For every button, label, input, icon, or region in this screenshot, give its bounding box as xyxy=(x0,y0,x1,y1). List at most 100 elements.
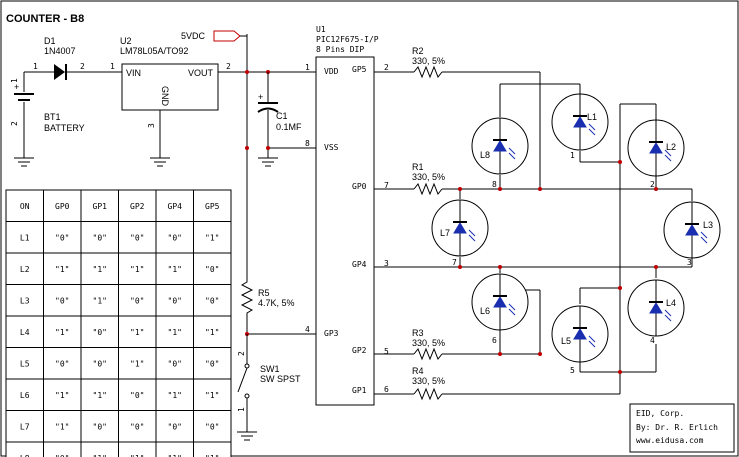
table-cell: "0" xyxy=(168,359,182,368)
u1-gp0: GP0 xyxy=(352,182,367,191)
r3-value: 330, 5% xyxy=(412,338,445,348)
diode-d1: 1 2 D1 1N4007 xyxy=(33,36,122,80)
resistor-r3: R3 330, 5% xyxy=(374,328,540,361)
table-header: GP0 xyxy=(55,202,70,211)
regulator-u2: U2 LM78L05A/TO92 VIN VOUT GND 1 2 3 xyxy=(110,36,231,167)
table-cell: "1" xyxy=(168,391,182,400)
table-cell: "1" xyxy=(93,391,107,400)
u2-ref: U2 xyxy=(120,36,132,46)
table-cell: "0" xyxy=(55,454,69,457)
switch-sw1: SW1 SW SPST 2 1 xyxy=(237,334,301,441)
u1-gp4: GP4 xyxy=(352,260,367,269)
led-pin: 1 xyxy=(570,151,575,160)
r2-value: 330, 5% xyxy=(412,56,445,66)
credits-box: EID, Corp. By: Dr. R. Erlich www.eidusa.… xyxy=(629,403,735,453)
table-cell: "1" xyxy=(55,391,69,400)
bt1-pin2: 2 xyxy=(10,121,19,126)
u1-pin3: 3 xyxy=(384,259,389,268)
table-cell: "0" xyxy=(93,422,107,431)
resistor-r5: R5 4.7K, 5% xyxy=(240,272,295,334)
table-cell: "0" xyxy=(205,265,219,274)
r2-ref: R2 xyxy=(412,46,424,56)
u2-vin: VIN xyxy=(126,68,141,78)
d1-pin1: 1 xyxy=(33,62,38,71)
led-l3: L33 xyxy=(663,201,721,267)
led-l5: L5 5 xyxy=(551,305,609,375)
led-label: L5 xyxy=(561,336,571,346)
u2-pin3: 3 xyxy=(147,123,156,128)
table-cell: "1" xyxy=(130,359,144,368)
table-cell: L3 xyxy=(20,296,30,305)
table-cell: "0" xyxy=(130,391,144,400)
r5-value: 4.7K, 5% xyxy=(258,298,295,308)
table-header: GP4 xyxy=(168,202,183,211)
table-cell: "1" xyxy=(93,265,107,274)
r4-value: 330, 5% xyxy=(412,376,445,386)
led-l6: L66 xyxy=(471,273,529,345)
table-cell: "0" xyxy=(168,233,182,242)
table-cell: "1" xyxy=(205,233,219,242)
table-cell: "0" xyxy=(205,296,219,305)
led-label: L7 xyxy=(440,228,450,238)
u1-pin4: 4 xyxy=(305,325,310,334)
table-cell: "1" xyxy=(205,328,219,337)
table-cell: "0" xyxy=(55,296,69,305)
bt1-value: BATTERY xyxy=(44,123,85,133)
table-cell: "1" xyxy=(205,454,219,457)
led-label: L6 xyxy=(480,306,490,316)
table-cell: "1" xyxy=(205,391,219,400)
r1-ref: R1 xyxy=(412,162,424,172)
u2-gnd: GND xyxy=(160,86,170,107)
table-cell: L2 xyxy=(20,265,30,274)
pic-u1: U1 PIC12F675-I/P 8 Pins DIP VDD VSS GP3 … xyxy=(305,25,389,406)
table-cell: L7 xyxy=(20,422,30,431)
u1-ref: U1 xyxy=(316,25,326,34)
sw1-pin1: 1 xyxy=(237,407,246,412)
led-matrix-wiring xyxy=(459,72,693,394)
u1-gp5: GP5 xyxy=(352,65,367,74)
table-cell: "1" xyxy=(130,328,144,337)
led-l4: L44 xyxy=(627,279,685,345)
u1-value: PIC12F675-I/P xyxy=(316,35,379,44)
table-cell: "1" xyxy=(168,265,182,274)
u1-pkg: 8 Pins DIP xyxy=(316,45,364,54)
table-cell: "0" xyxy=(93,233,107,242)
table-header: GP5 xyxy=(205,202,220,211)
led-pin: 5 xyxy=(570,366,575,375)
led-pin: 4 xyxy=(650,336,655,345)
table-cell: "0" xyxy=(130,233,144,242)
table-cell: L8 xyxy=(20,454,30,457)
resistor-r4: R4 330, 5% xyxy=(374,366,620,401)
led-label: L3 xyxy=(703,220,713,230)
table-cell: "0" xyxy=(168,296,182,305)
u1-vdd: VDD xyxy=(324,67,339,76)
sw1-value: SW SPST xyxy=(260,374,301,384)
vdd-bus: 5VDC xyxy=(181,30,316,272)
bt1-pin1: 1 xyxy=(10,78,19,83)
led-label: L8 xyxy=(480,150,490,160)
battery-bt1: + 1 2 BT1 BATTERY xyxy=(10,71,85,167)
led-pin: 2 xyxy=(650,180,655,189)
u1-vss: VSS xyxy=(324,143,339,152)
led-l2: L2 2 xyxy=(627,119,685,189)
u1-pin6: 6 xyxy=(384,385,389,394)
credits-company: EID, Corp. xyxy=(636,409,684,418)
table-cell: "0" xyxy=(205,422,219,431)
r5-ref: R5 xyxy=(258,288,270,298)
table-cell: L6 xyxy=(20,391,30,400)
table-header: ON xyxy=(20,202,30,211)
sw1-pin2: 2 xyxy=(237,351,246,356)
table-cell: L5 xyxy=(20,359,30,368)
led-label: L2 xyxy=(666,142,676,152)
led-label: L1 xyxy=(587,112,597,122)
d1-ref: D1 xyxy=(44,36,56,46)
table-header: GP1 xyxy=(93,202,108,211)
table-cell: "0" xyxy=(205,359,219,368)
table-cell: "0" xyxy=(55,359,69,368)
c1-ref: C1 xyxy=(276,111,288,121)
table-cell: L1 xyxy=(20,233,30,242)
u2-value: LM78L05A/TO92 xyxy=(120,46,188,56)
